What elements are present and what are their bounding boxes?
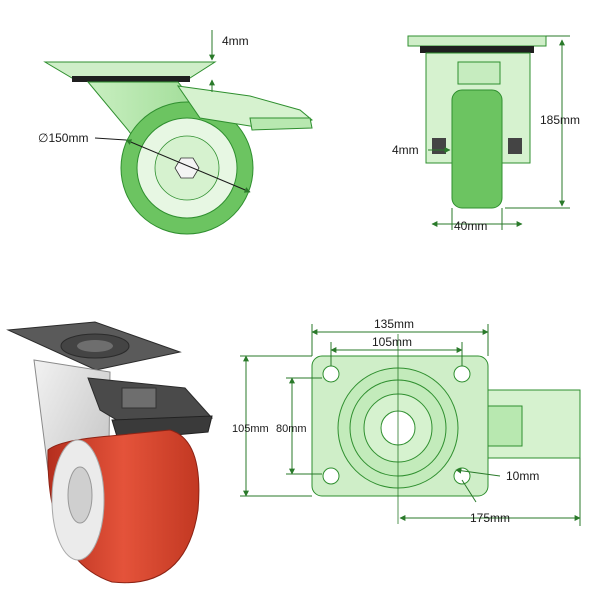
front-plate-rim — [420, 46, 534, 53]
top-view: 135mm 105mm 105mm 80mm 10mm 175mm — [232, 317, 581, 526]
top-hole-spacing-y-label: 80mm — [276, 423, 307, 435]
side-top-plate — [43, 61, 217, 79]
front-height-label: 185mm — [540, 113, 580, 127]
top-bolt-hole-bl — [322, 467, 340, 485]
top-brake-pedal — [487, 405, 523, 447]
front-axle-left — [432, 138, 446, 154]
photo-brake-block — [121, 387, 157, 409]
caster-photo — [6, 321, 214, 584]
front-wheel-width-label: 40mm — [454, 219, 487, 233]
photo-wheel-hub-inner — [67, 466, 93, 524]
front-view: 185mm 4mm 40mm — [392, 35, 580, 233]
front-kingpin-housing — [457, 61, 501, 85]
top-swivel-radius-label: 175mm — [470, 511, 510, 525]
side-plate-thickness-label: 4mm — [222, 34, 249, 48]
side-diameter-line — [125, 139, 251, 193]
side-brake-pedal — [249, 117, 313, 131]
top-bolt-hole-tl — [322, 365, 340, 383]
top-hole-diameter-leader — [455, 467, 501, 477]
side-wheel-diameter-label: ∅150mm — [38, 131, 88, 145]
photo-plate-center — [77, 340, 113, 352]
top-swivel-radius-diag — [461, 479, 477, 503]
top-hole-diameter-label: 10mm — [506, 469, 539, 483]
top-plate-depth-label: 105mm — [232, 423, 269, 435]
side-view: ∅150mm 4mm — [38, 30, 313, 235]
front-wheel — [451, 89, 503, 209]
top-plate-width-label: 135mm — [374, 317, 414, 331]
front-top-plate — [407, 35, 547, 47]
side-diameter-leader — [94, 137, 127, 141]
top-hole-spacing-x-label: 105mm — [372, 335, 412, 349]
front-axle-right — [508, 138, 522, 154]
top-bolt-hole-tr — [453, 365, 471, 383]
side-plate-rim — [72, 76, 190, 82]
front-axle-label: 4mm — [392, 143, 419, 157]
